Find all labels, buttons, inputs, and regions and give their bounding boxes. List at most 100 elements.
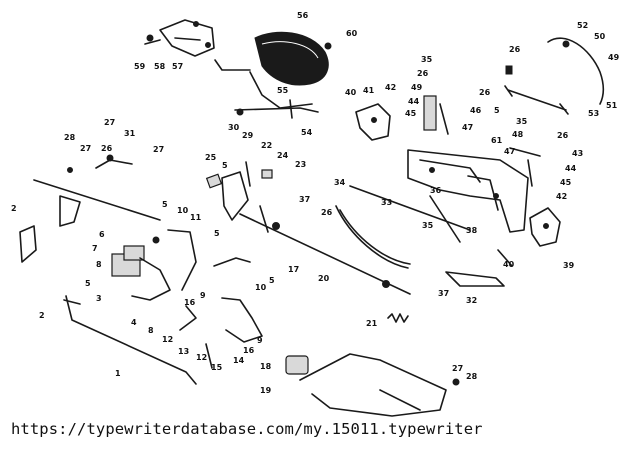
- part-number-label: 26: [479, 88, 491, 97]
- centre-lever-part: [205, 161, 273, 221]
- part-number-label: 12: [196, 353, 207, 362]
- part-number-label: 28: [466, 372, 478, 381]
- part-number-label: 34: [334, 178, 346, 187]
- right-small-bracket-part: [527, 159, 561, 247]
- left-block-part: [111, 236, 171, 301]
- part-number-label: 10: [255, 283, 267, 292]
- part-number-label: 5: [162, 200, 168, 209]
- part-number-label: 15: [211, 363, 223, 372]
- part-number-label: 13: [178, 347, 189, 356]
- part-number-label: 26: [509, 45, 521, 54]
- part-number-label: 45: [405, 109, 417, 118]
- part-number-label: 35: [421, 55, 433, 64]
- shaft-33-part: [349, 185, 471, 243]
- part-number-label: 58: [154, 62, 166, 71]
- part-number-label: 8: [96, 260, 102, 269]
- part-number-label: 57: [172, 62, 183, 71]
- main-shaft-20-part: [239, 205, 411, 295]
- part-number-label: 25: [205, 153, 217, 162]
- part-number-label: 18: [260, 362, 272, 371]
- part-number-label: 5: [85, 279, 91, 288]
- part-number-label: 11: [190, 213, 202, 222]
- part-number-label: 26: [101, 144, 113, 153]
- part-number-label: 17: [288, 265, 299, 274]
- part-number-label: 9: [200, 291, 206, 300]
- part-number-label: 12: [162, 335, 173, 344]
- part-number-label: 9: [257, 336, 263, 345]
- part-number-label: 7: [92, 244, 98, 253]
- part-number-label: 51: [606, 101, 618, 110]
- part-number-label: 10: [177, 206, 189, 215]
- part-number-label: 52: [577, 21, 588, 30]
- part-number-label: 22: [261, 141, 272, 150]
- part-number-label: 5: [494, 106, 500, 115]
- part-number-label: 43: [572, 149, 583, 158]
- link-assembly-part: [234, 71, 319, 119]
- part-number-label: 3: [96, 294, 102, 303]
- part-number-label: 35: [422, 221, 434, 230]
- left-shaft-part: [19, 154, 161, 263]
- part-number-label: 56: [297, 11, 309, 20]
- watermark-url: https://typewriterdatabase.com/my.15011.…: [11, 420, 483, 438]
- upper-centre-bracket-part: [355, 95, 449, 141]
- part-number-label: 45: [560, 178, 572, 187]
- part-number-label: 36: [430, 186, 442, 195]
- part-number-label: 14: [233, 356, 245, 365]
- right-frame-part: [407, 147, 541, 233]
- part-number-label: 39: [563, 261, 575, 270]
- part-number-label: 30: [228, 123, 240, 132]
- levers-10-11-part: [167, 229, 251, 291]
- top-left-bracket-part: [144, 19, 215, 57]
- part-number-label: 61: [491, 136, 503, 145]
- part-number-label: 27: [452, 364, 463, 373]
- part-number-label: 16: [243, 346, 255, 355]
- lower-linkage-part: [179, 297, 263, 369]
- part-number-label: 54: [301, 128, 313, 137]
- part-number-label: 35: [516, 117, 528, 126]
- part-number-label: 28: [64, 133, 76, 142]
- part-number-label: 24: [277, 151, 289, 160]
- part-number-label: 26: [557, 131, 569, 140]
- part-number-label: 44: [408, 97, 420, 106]
- part-number-label: 5: [214, 229, 220, 238]
- part-number-label: 38: [466, 226, 478, 235]
- part-number-label: 50: [594, 32, 606, 41]
- lower-rod-1-part: [63, 295, 197, 385]
- part-number-label: 5: [269, 276, 275, 285]
- part-number-label: 6: [99, 230, 105, 239]
- part-number-label: 27: [104, 118, 115, 127]
- part-number-label: 60: [346, 29, 358, 38]
- part-number-label: 26: [321, 208, 333, 217]
- part-number-label: 1: [115, 369, 121, 378]
- spring-21-part: [387, 313, 409, 323]
- part-number-label: 26: [417, 69, 429, 78]
- part-number-label: 20: [318, 274, 330, 283]
- part-number-label: 42: [385, 83, 396, 92]
- part-number-label: 16: [184, 298, 196, 307]
- shield-cover-part: [214, 31, 332, 86]
- part-number-label: 48: [512, 130, 524, 139]
- part-number-label: 37: [438, 289, 449, 298]
- part-number-label: 41: [363, 86, 375, 95]
- part-number-label: 44: [565, 164, 577, 173]
- part-number-label: 49: [608, 53, 620, 62]
- part-number-label: 19: [260, 386, 272, 395]
- arc-spring-part: [335, 205, 411, 269]
- part-number-label: 40: [503, 260, 515, 269]
- part-number-label: 29: [242, 131, 254, 140]
- part-number-label: 49: [411, 83, 423, 92]
- part-number-label: 21: [366, 319, 378, 328]
- part-number-label: 4: [131, 318, 137, 327]
- part-number-label: 46: [470, 106, 482, 115]
- part-number-label: 27: [80, 144, 91, 153]
- part-number-label: 37: [299, 195, 310, 204]
- part-number-label: 2: [11, 204, 17, 213]
- part-number-label: 47: [462, 123, 473, 132]
- part-number-label: 42: [556, 192, 567, 201]
- part-number-label: 5: [222, 161, 228, 170]
- part-number-label: 27: [153, 145, 164, 154]
- part-number-label: 32: [466, 296, 477, 305]
- part-number-label: 47: [504, 147, 515, 156]
